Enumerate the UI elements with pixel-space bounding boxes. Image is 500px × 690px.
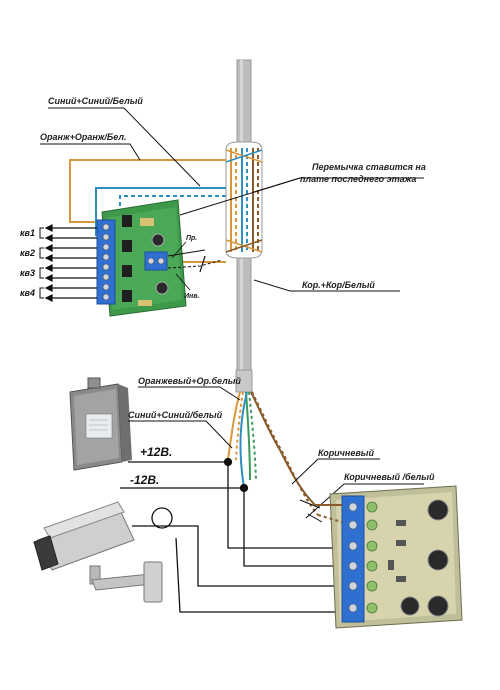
jumper-note-line1: Перемычка ставится на [312, 162, 426, 172]
orange-pair-bottom-label: Оранжевый+Ор.белый [138, 376, 241, 386]
brown-pair-top-label: Кор.+Кор/Белый [302, 280, 375, 290]
apartment-label-2: кв2 [20, 248, 35, 258]
brown-label: Коричневый [318, 448, 374, 458]
minus12-label: -12В. [130, 473, 159, 487]
pr-label: Пр. [186, 235, 197, 242]
jumper-note-line2: плате последнего этажа [300, 174, 416, 184]
jumper-lines: Пр. Инв. [167, 235, 223, 300]
splitter-board-icon [329, 485, 463, 629]
orange-pair-top-label: Оранж+Оранж/Бел. [40, 132, 126, 142]
cctv-camera-icon [33, 501, 163, 603]
cable-bottom-wires [227, 391, 319, 516]
power-adapter-icon [69, 377, 132, 471]
apartment-outputs: кв1 кв2 кв3 кв4 [20, 224, 97, 302]
apartment-label-3: кв3 [20, 268, 35, 278]
intercom-board-icon [96, 199, 187, 317]
plus12-label: +12В. [140, 445, 172, 459]
brown-white-label: Коричневый /белый [344, 472, 435, 482]
apartment-label-4: кв4 [20, 288, 35, 298]
inv-label: Инв. [184, 293, 199, 300]
annotation-leaders-top [40, 107, 424, 292]
apartment-label-1: кв1 [20, 228, 35, 238]
blue-pair-top-label: Синий+Синий/Белый [48, 96, 143, 106]
power-lines [120, 457, 340, 567]
main-cable [225, 59, 263, 393]
blue-pair-bottom-label: Синий+Синий/белый [128, 410, 223, 420]
camera-wiring [132, 507, 340, 613]
brown-wires-into-board [315, 504, 343, 523]
brown-leaders [291, 458, 424, 523]
